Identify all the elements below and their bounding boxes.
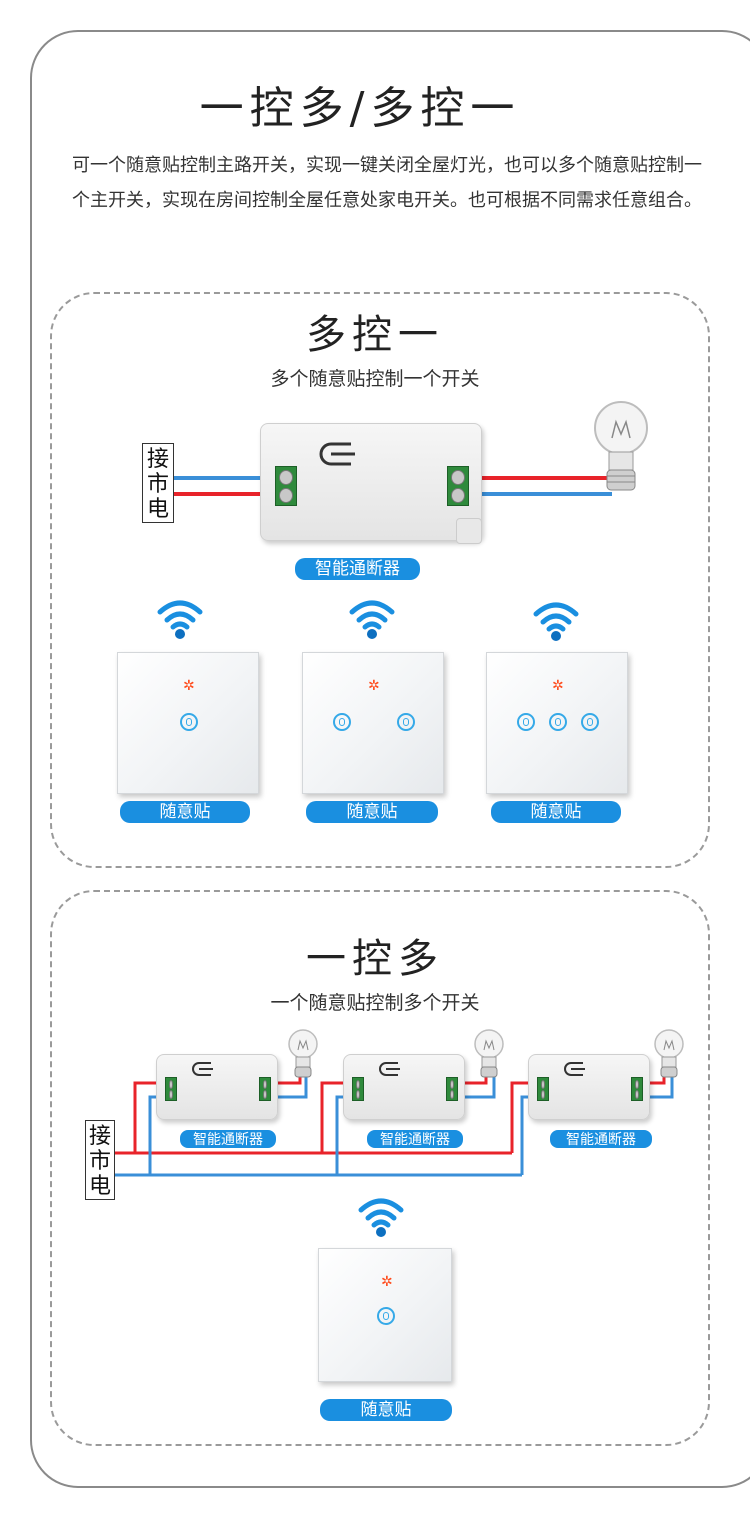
relay-loop-icon bbox=[564, 1062, 585, 1076]
section-subtitle-one-to-many: 一个随意贴控制多个开关 bbox=[270, 993, 480, 1014]
relay-terminal-right bbox=[259, 1077, 271, 1101]
touch-key-icon bbox=[581, 713, 599, 731]
relay-terminal-right bbox=[446, 1077, 458, 1101]
relay-label: 智能通断器 bbox=[315, 559, 400, 578]
relay-mount-tab bbox=[456, 518, 482, 544]
switch-label-pill: 随意贴 bbox=[120, 801, 250, 823]
relay-terminal-left bbox=[537, 1077, 549, 1101]
switch-label: 随意贴 bbox=[159, 802, 211, 821]
section-one-to-many bbox=[50, 890, 710, 1446]
bulb-icon bbox=[594, 401, 648, 491]
relay-terminal-left bbox=[165, 1077, 177, 1101]
relay-terminal-right bbox=[447, 466, 469, 506]
relay-label-pill: 智能通断器 bbox=[180, 1130, 276, 1148]
outer-frame bbox=[30, 30, 750, 1488]
bulb-icon bbox=[654, 1029, 684, 1078]
switch-label-pill: 随意贴 bbox=[491, 801, 621, 823]
section-title-one-to-many: 一控多 bbox=[306, 936, 444, 982]
indicator-led: ✲ bbox=[368, 677, 380, 693]
mains-box: 接市电 bbox=[142, 443, 174, 523]
relay-loop-icon bbox=[319, 442, 355, 466]
page-title: 一控多/多控一 bbox=[199, 83, 521, 134]
section-subtitle-many-to-one: 多个随意贴控制一个开关 bbox=[270, 369, 480, 390]
wifi-icon bbox=[157, 600, 203, 639]
wifi-icon bbox=[533, 602, 579, 641]
mains-box: 接市电 bbox=[85, 1120, 115, 1200]
relay-terminal-left bbox=[352, 1077, 364, 1101]
touch-key-icon bbox=[377, 1307, 395, 1325]
switch-label: 随意贴 bbox=[360, 1400, 412, 1419]
relay-terminal-right bbox=[631, 1077, 643, 1101]
switch-label: 随意贴 bbox=[530, 802, 582, 821]
touch-key-icon bbox=[397, 713, 415, 731]
wall-switch-1-gang: ✲ bbox=[117, 652, 259, 794]
intro-text: 可一个随意贴控制主路开关，实现一键关闭全屋灯光，也可以多个随意贴控制一个主开关，… bbox=[72, 155, 702, 210]
smart-relay bbox=[260, 423, 482, 541]
relay-label-pill: 智能通断器 bbox=[367, 1130, 463, 1148]
switch-label-pill: 随意贴 bbox=[306, 801, 438, 823]
smart-relay bbox=[343, 1054, 465, 1120]
wall-switch-3-gang: ✲ bbox=[486, 652, 628, 794]
smart-relay bbox=[156, 1054, 278, 1120]
switch-label-pill: 随意贴 bbox=[320, 1399, 452, 1421]
relay-label: 智能通断器 bbox=[193, 1131, 263, 1147]
relay-terminal-left bbox=[275, 466, 297, 506]
relay-loop-icon bbox=[192, 1062, 213, 1076]
indicator-led: ✲ bbox=[183, 677, 195, 693]
wifi-icon bbox=[349, 600, 395, 639]
section-many-to-one bbox=[50, 292, 710, 868]
bulb-icon bbox=[474, 1029, 504, 1078]
bulb-icon bbox=[288, 1029, 318, 1078]
touch-key-icon bbox=[517, 713, 535, 731]
relay-loop-icon bbox=[379, 1062, 400, 1076]
relay-label-pill: 智能通断器 bbox=[550, 1130, 652, 1148]
section-title-many-to-one: 多控一 bbox=[306, 312, 444, 358]
smart-relay bbox=[528, 1054, 650, 1120]
wall-switch-2-gang: ✲ bbox=[302, 652, 444, 794]
switch-label: 随意贴 bbox=[346, 802, 398, 821]
wifi-icon bbox=[358, 1198, 404, 1237]
touch-key-icon bbox=[180, 713, 198, 731]
indicator-led: ✲ bbox=[381, 1273, 393, 1289]
touch-key-icon bbox=[549, 713, 567, 731]
indicator-led: ✲ bbox=[552, 677, 564, 693]
relay-label: 智能通断器 bbox=[566, 1131, 636, 1147]
mains-label: 接市电 bbox=[146, 447, 169, 522]
relay-label: 智能通断器 bbox=[380, 1131, 450, 1147]
touch-key-icon bbox=[333, 713, 351, 731]
wall-switch-1-gang: ✲ bbox=[318, 1248, 452, 1382]
mains-label: 接市电 bbox=[88, 1124, 111, 1199]
relay-label-pill: 智能通断器 bbox=[295, 558, 420, 580]
